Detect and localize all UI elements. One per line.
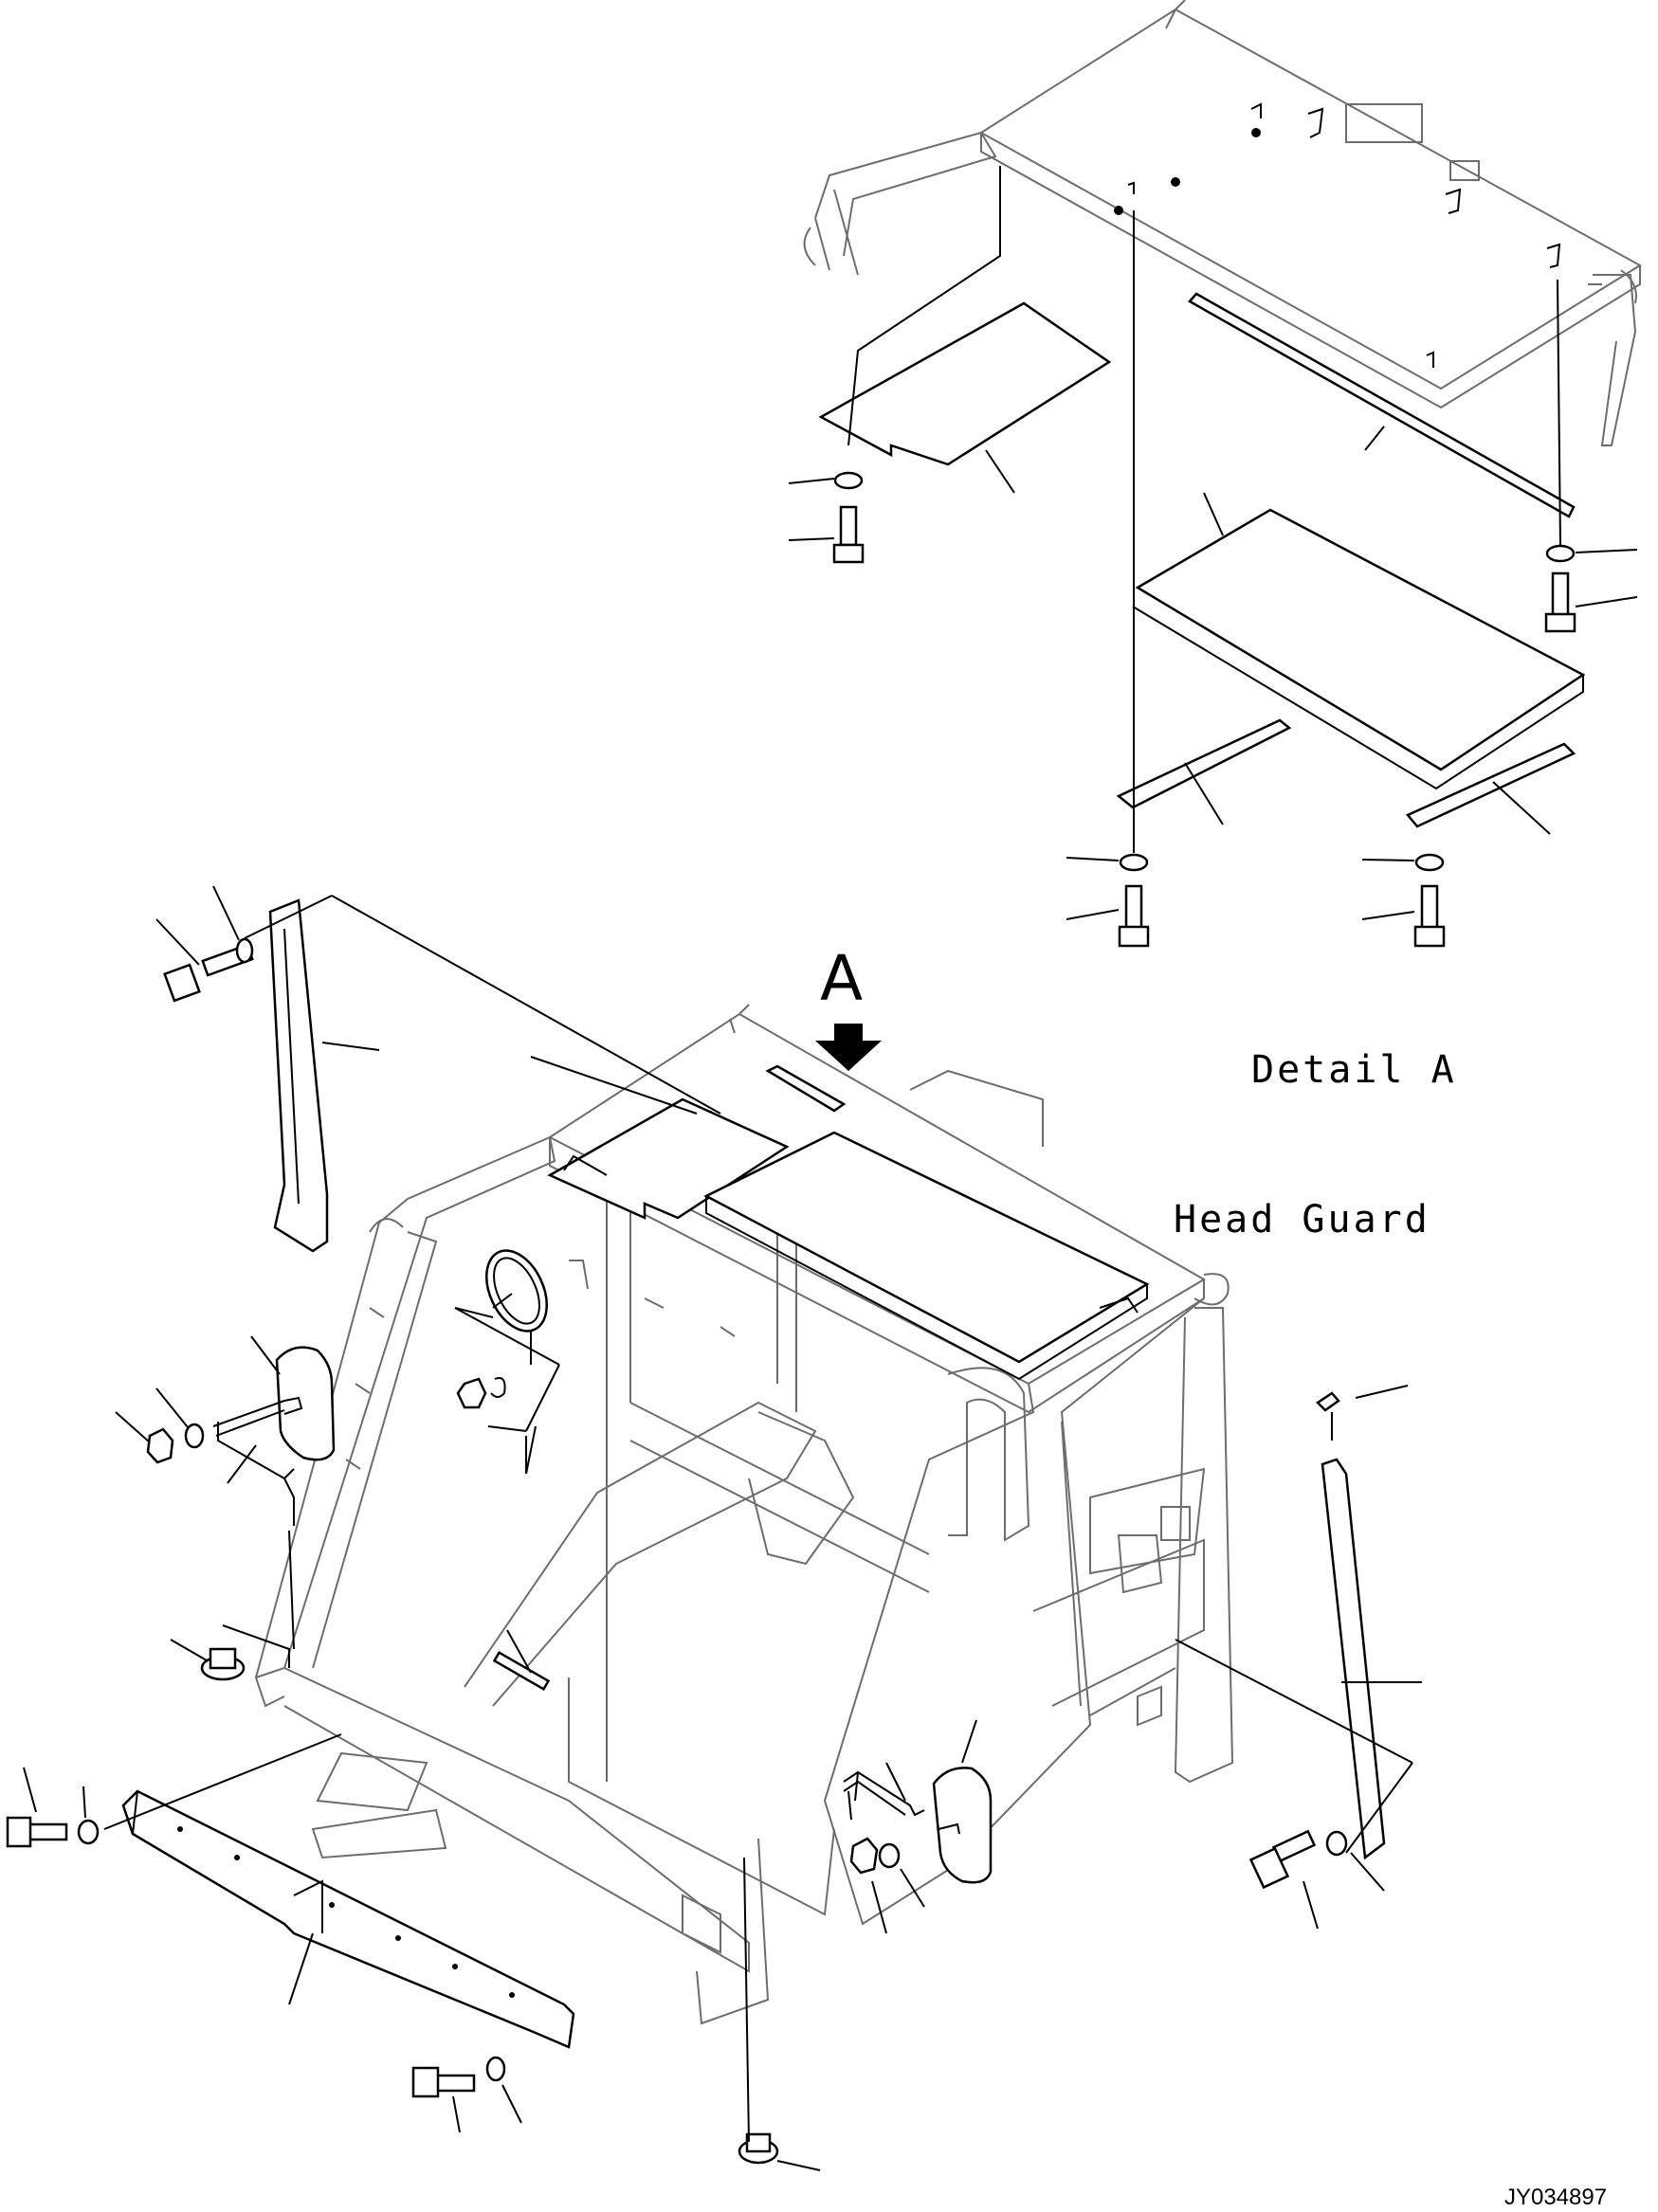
flange-nut <box>738 2132 779 2165</box>
installed-rail-strip <box>765 1064 847 1113</box>
bolt <box>1118 884 1150 948</box>
nut <box>456 1377 487 1409</box>
bolt <box>1248 1829 1317 1890</box>
pillar-cover-left <box>268 898 329 1253</box>
washer <box>1325 1830 1348 1857</box>
head-guard-view <box>6 885 1422 2171</box>
mirror-bracket-right <box>843 1770 960 1835</box>
bolt <box>411 2066 476 2098</box>
mirror-upper <box>485 1249 548 1333</box>
nut <box>849 1837 879 1875</box>
detail-a-view <box>788 0 1642 948</box>
washer <box>878 1842 901 1869</box>
main-leader-lines <box>23 885 1422 2171</box>
installed-cover-left <box>547 1097 790 1220</box>
view-arrow-a <box>815 1024 882 1071</box>
clip <box>490 1377 506 1398</box>
lower-front-cover <box>121 1789 575 2049</box>
pillar-clip <box>1316 1391 1340 1412</box>
pin <box>492 1650 551 1692</box>
washer <box>235 937 254 964</box>
cover-plate-left <box>818 301 1112 466</box>
mirror-left <box>275 1346 336 1461</box>
pillar-cover-right <box>1321 1458 1386 1860</box>
bolt <box>6 1816 68 1848</box>
detail-a-label: Detail A <box>1251 1048 1457 1092</box>
roof-fittings <box>1114 102 1561 368</box>
bolt <box>832 505 865 564</box>
cover-plate-large <box>1135 508 1586 771</box>
washer <box>184 1423 205 1449</box>
washer <box>485 2056 506 2082</box>
strip-lower-left <box>1116 718 1292 809</box>
rail-strip-long <box>1188 292 1576 518</box>
cab-frame <box>254 1004 1234 2025</box>
mirror-bracket-left <box>212 1396 303 1526</box>
drawing-id: JY034897 <box>1504 2185 1607 2210</box>
view-letter-a: A <box>820 942 863 1015</box>
bolt <box>1544 571 1576 633</box>
washer <box>833 471 864 490</box>
head-guard-label: Head Guard <box>1174 1198 1430 1242</box>
washer <box>77 1819 100 1845</box>
main-assembly-lines <box>103 895 1413 2143</box>
bolt <box>1413 884 1446 948</box>
detail-roof-frame <box>803 0 1642 446</box>
detail-assembly-lines <box>847 166 1561 853</box>
nut <box>146 1427 174 1464</box>
washer <box>1545 544 1576 563</box>
washer <box>1119 853 1149 872</box>
strip-lower-right <box>1405 742 1576 828</box>
flange-nut <box>200 1647 246 1681</box>
washer <box>1414 853 1445 872</box>
mounting-holes <box>177 1826 515 1998</box>
detail-leader-lines <box>788 426 1638 920</box>
mirror-right <box>932 1767 993 1884</box>
